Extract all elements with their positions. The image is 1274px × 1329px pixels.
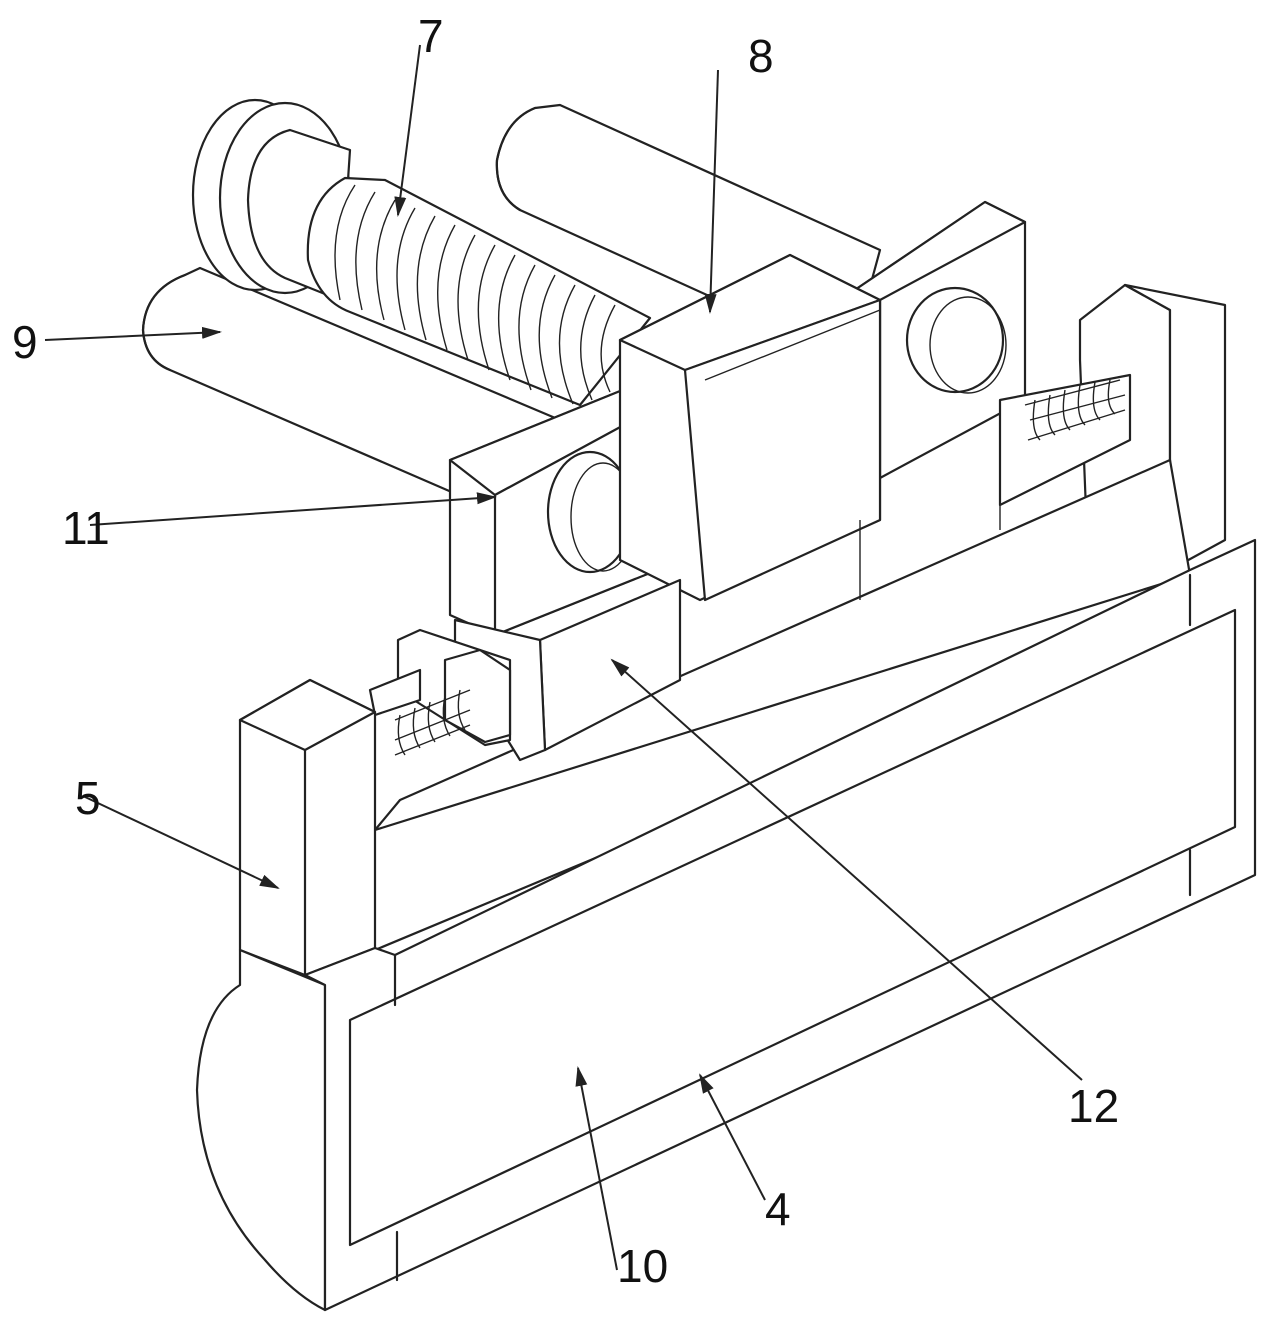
leader-4 xyxy=(699,1073,766,1201)
right-spring xyxy=(1024,379,1126,441)
rear-support-block xyxy=(838,200,1027,480)
label-5: 5 xyxy=(75,772,101,824)
side-plate-5 xyxy=(238,678,377,977)
leader-12 xyxy=(610,658,1083,1081)
leader-8 xyxy=(704,69,719,314)
leader-5 xyxy=(82,795,280,889)
thread-lines xyxy=(334,184,616,405)
label-8: 8 xyxy=(748,30,774,82)
label-11: 11 xyxy=(62,502,110,554)
support-block-11 xyxy=(448,383,672,637)
leader-9 xyxy=(44,326,222,341)
leader-7 xyxy=(394,44,421,217)
guide-rod-9 xyxy=(141,266,562,502)
leader-11 xyxy=(89,492,497,526)
screw-rod-7 xyxy=(191,98,652,407)
label-7: 7 xyxy=(418,10,444,62)
label-9: 9 xyxy=(12,316,38,368)
base-4 xyxy=(195,538,1257,1312)
label-4: 4 xyxy=(765,1183,791,1235)
left-spring xyxy=(394,689,471,756)
left-screw-assembly xyxy=(368,628,512,756)
leader-10 xyxy=(575,1066,618,1271)
label-10: 10 xyxy=(617,1240,668,1292)
label-12: 12 xyxy=(1068,1080,1119,1132)
moving-block-8 xyxy=(618,253,882,602)
